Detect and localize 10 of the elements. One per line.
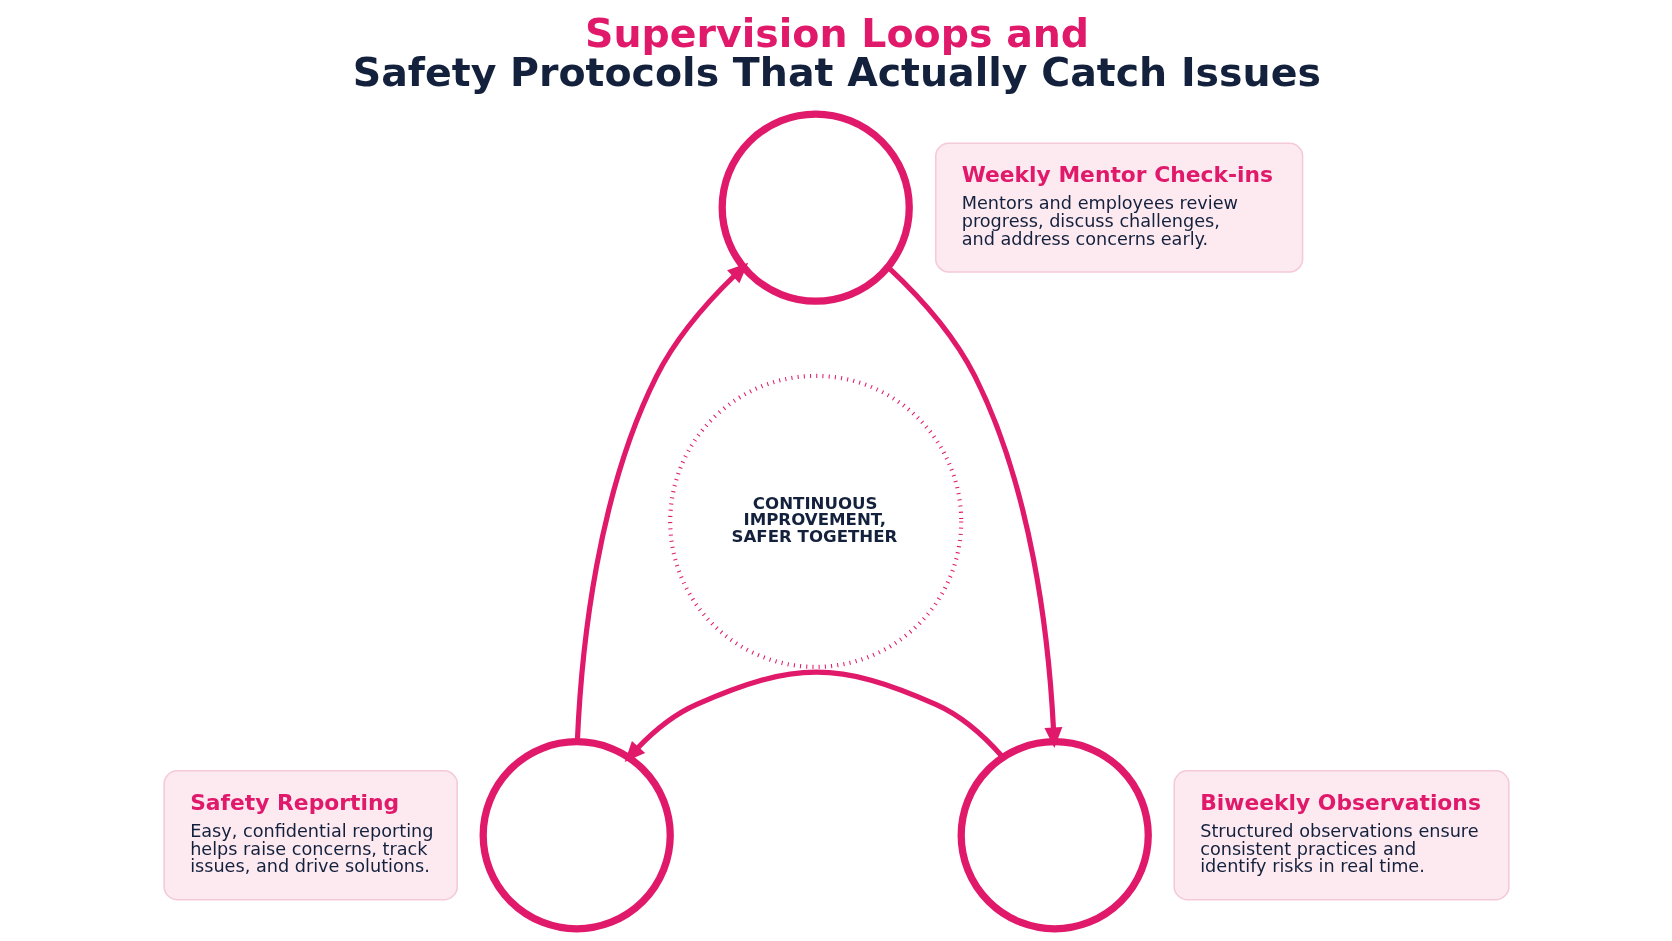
node-box: Biweekly Observations Structured observations ensure consistent practices and identify risks in real time. xyxy=(1172,770,1510,901)
node-circle: CONTINUOUS IMPROVEMENT, SAFER TOGETHER xyxy=(667,373,963,669)
node-circle xyxy=(718,110,913,305)
arrow xyxy=(574,262,748,742)
arrow xyxy=(624,669,1005,763)
node-box: Weekly Mentor Check-ins Mentors and employees review progress, discuss challenges, and address concerns early. xyxy=(934,142,1303,273)
diagram-title: Supervision Loops and Safety Protocols That Actually Catch Issues xyxy=(352,9,1321,96)
node-circle xyxy=(957,738,1152,933)
arrow xyxy=(885,265,1062,748)
node-box: Safety Reporting Easy, confidential reporting helps raise concerns, track issues, and drive solutions. xyxy=(162,770,458,901)
